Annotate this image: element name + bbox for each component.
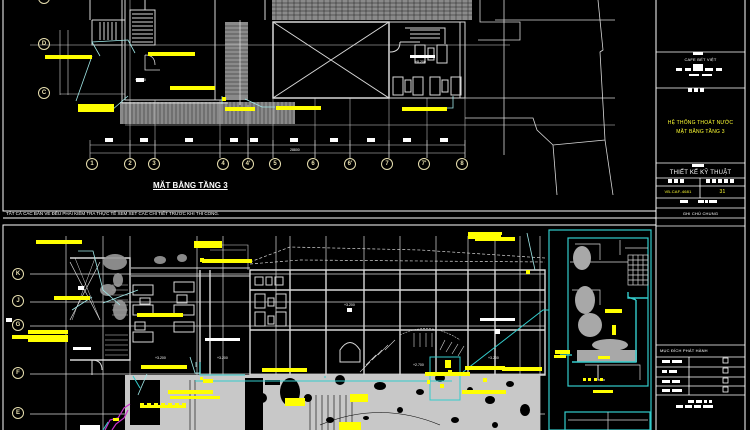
level-mark-bottom-1: +3.200: [155, 356, 166, 360]
grid-row-bubble-j: J: [12, 295, 24, 307]
grid-bubble-2: 2: [124, 158, 136, 170]
grid-row-bubble-c: C: [38, 87, 50, 99]
design-stage: THIẾT KẾ KỸ THUẬT: [669, 170, 732, 176]
grid-row-bubble-f: F: [12, 367, 24, 379]
project-name: CAFE BẾT VIỆT: [684, 57, 717, 62]
grid-bubble-4: 4: [217, 158, 229, 170]
level-mark-top-1: +8.200: [135, 78, 146, 82]
grid-bubble-6: 6: [307, 158, 319, 170]
grid-row-bubble-e: E: [12, 407, 24, 419]
grid-row-bubble-d: D: [38, 38, 50, 50]
notes-header: GHI CHÚ CHUNG: [682, 211, 719, 216]
level-mark-bottom-5: +3.200: [488, 356, 499, 360]
drawing-code: VB-CAF-4681: [664, 189, 692, 194]
overall-dimension: 28800: [290, 148, 300, 152]
level-mark-top-2: +8.200: [415, 60, 426, 64]
grid-row-bubble-g: G: [12, 319, 24, 331]
grid-bubble-5: 5: [269, 158, 281, 170]
grid-bubble-7: 7: [381, 158, 393, 170]
grid-bubble-7-prime: 7': [418, 158, 430, 170]
grid-bubble-8: 8: [456, 158, 468, 170]
plan-title: MẶT BẰNG TẦNG 3: [153, 181, 228, 190]
grid-bubble-3: 3: [148, 158, 160, 170]
level-mark-bottom-3: +3.200: [344, 303, 355, 307]
drawing-title-line1: HỆ THỐNG THOÁT NƯỚC: [667, 120, 734, 126]
grid-bubble-4-prime: 4': [242, 158, 254, 170]
revision-header: MỤC ĐÍCH PHÁT HÀNH: [660, 348, 708, 353]
grid-bubble-6-prime: 6': [344, 158, 356, 170]
grid-row-bubble-k: K: [12, 268, 24, 280]
drawing-title-line2: MẶT BẰNG TẦNG 3: [676, 129, 725, 135]
level-mark-bottom-4: +2.700: [413, 363, 424, 367]
general-note: TẤT CẢ CÁC BẢN VẼ ĐỀU PHẢI KIỂM TRA THỰC…: [6, 211, 220, 216]
sheet-number: 31: [719, 189, 726, 195]
grid-bubble-1: 1: [86, 158, 98, 170]
level-mark-bottom-2: +3.200: [217, 356, 228, 360]
